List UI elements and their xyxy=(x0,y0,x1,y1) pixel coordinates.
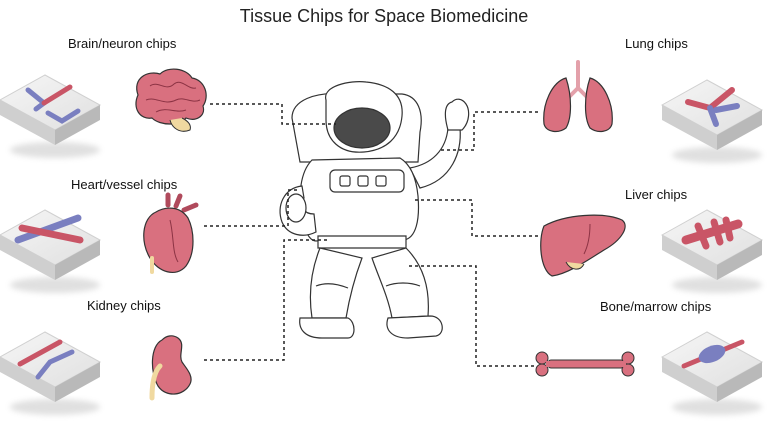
bone-chip-device xyxy=(660,331,764,415)
connector-liver xyxy=(412,199,538,237)
bone-icon xyxy=(535,351,635,377)
connector-lung xyxy=(440,111,538,151)
label-heart-chips: Heart/vessel chips xyxy=(71,177,178,192)
kidney-icon xyxy=(149,335,192,401)
connector-bone xyxy=(408,265,534,367)
brain-chip-device xyxy=(0,74,102,158)
heart-icon xyxy=(143,192,199,274)
label-bone-chips: Bone/marrow chips xyxy=(600,299,712,314)
astronaut-icon xyxy=(279,81,470,339)
lungs-icon xyxy=(543,60,613,133)
connector-lines xyxy=(204,103,538,367)
connector-brain xyxy=(210,103,336,125)
connector-heart xyxy=(204,189,300,227)
liver-icon xyxy=(540,214,626,277)
brain-icon xyxy=(135,68,207,132)
kidney-chip-device xyxy=(0,331,102,415)
lung-chip-device xyxy=(660,79,764,163)
label-kidney-chips: Kidney chips xyxy=(87,298,161,313)
label-lung-chips: Lung chips xyxy=(625,36,688,51)
liver-chip-device xyxy=(660,209,764,293)
heart-chip-device xyxy=(0,209,102,293)
diagram-title: Tissue Chips for Space Biomedicine xyxy=(239,6,529,26)
connector-kidney xyxy=(204,239,330,361)
label-brain-chips: Brain/neuron chips xyxy=(68,36,177,51)
label-liver-chips: Liver chips xyxy=(625,187,688,202)
